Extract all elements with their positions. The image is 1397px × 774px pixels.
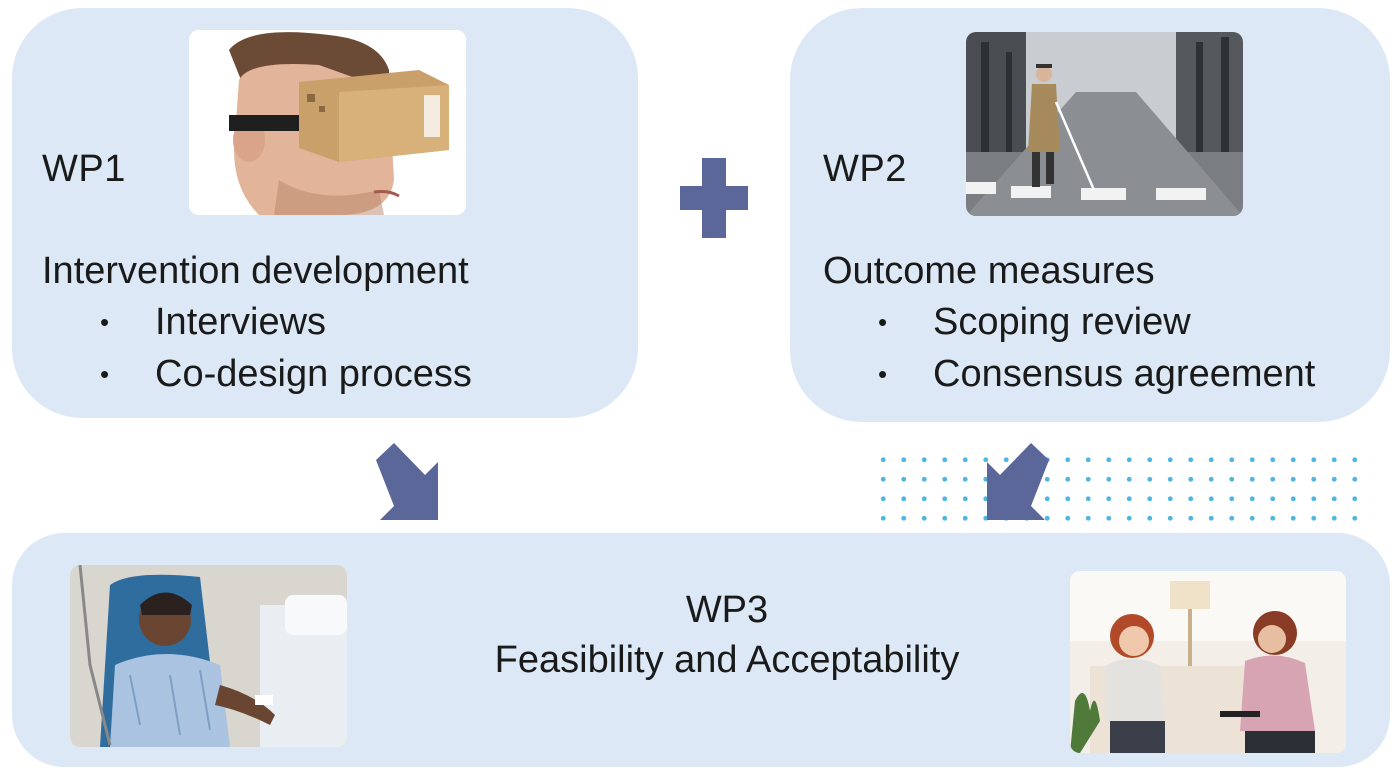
- consultation-photo: [1070, 571, 1346, 753]
- wp2-box: WP2: [790, 8, 1390, 422]
- bullet-marker: •: [878, 307, 888, 337]
- arrow-down-left-icon: [987, 443, 1049, 520]
- bullet-marker: •: [100, 307, 110, 337]
- wp1-heading: Intervention development: [42, 250, 469, 292]
- vr-headset-photo: [189, 30, 466, 215]
- wp3-label: WP3: [685, 589, 769, 631]
- arrow-down-right-icon: [376, 443, 438, 520]
- wp3-title: Feasibility and Acceptability: [494, 639, 960, 681]
- wp1-box: WP1: [12, 8, 638, 418]
- wp2-bullet-text: Scoping review: [933, 301, 1191, 343]
- street-crossing-photo: [966, 32, 1243, 216]
- bullet-marker: •: [878, 359, 888, 389]
- plus-icon: [680, 158, 748, 238]
- bullet-marker: •: [100, 359, 110, 389]
- wp1-bullet-text: Co-design process: [155, 353, 472, 395]
- wp3-box: WP3 Feasibility and Acceptability: [12, 533, 1390, 767]
- wp2-label: WP2: [823, 148, 907, 190]
- dotted-pattern: [873, 450, 1373, 532]
- wp2-heading: Outcome measures: [823, 250, 1155, 292]
- wp1-label: WP1: [42, 148, 126, 190]
- wp1-bullet-text: Interviews: [155, 301, 327, 343]
- wp2-bullet-text: Consensus agreement: [933, 353, 1316, 395]
- hospital-patient-photo: [70, 565, 347, 747]
